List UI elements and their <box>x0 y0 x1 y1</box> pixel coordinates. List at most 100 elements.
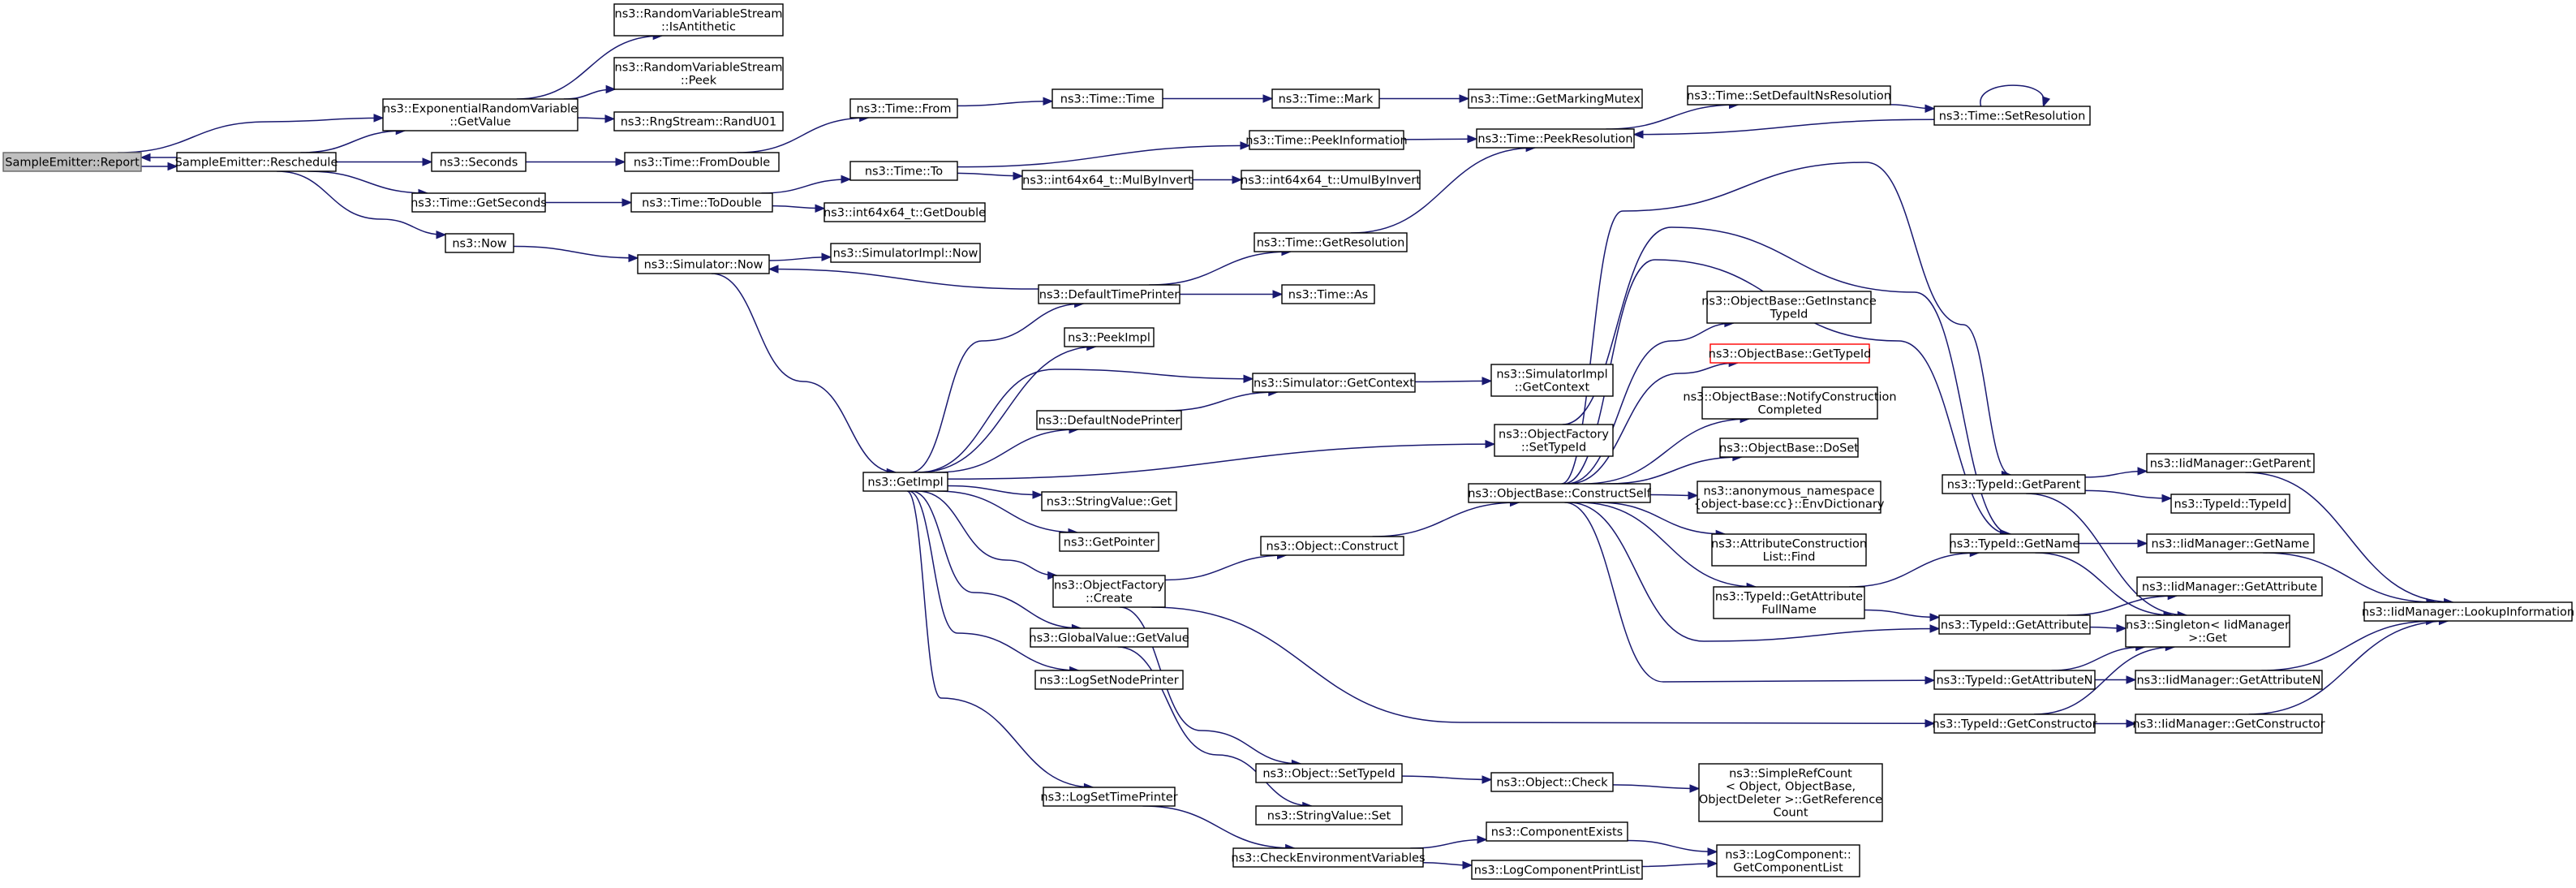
node-time_todouble[interactable]: ns3::Time::ToDouble <box>630 192 773 213</box>
node-reschedule[interactable]: SampleEmitter::Reschedule <box>175 152 338 172</box>
node-label: ns3::RandomVariableStream <box>615 8 783 21</box>
node-rng_randu01[interactable]: ns3::RngStream::RandU01 <box>613 111 784 131</box>
node-stringvalue_set[interactable]: ns3::StringValue::Set <box>1255 805 1403 825</box>
edge-logcomponentprintlist-to-logcomponent_getlist <box>1641 859 1718 869</box>
edge-time_to-to-peekinformation <box>957 141 1251 168</box>
node-time_time[interactable]: ns3::Time::Time <box>1051 88 1163 109</box>
node-setdefaultns[interactable]: ns3::Time::SetDefaultNsResolution <box>1687 85 1891 106</box>
node-singleton_get[interactable]: ns3::Singleton< IidManager >::Get <box>2125 614 2290 648</box>
node-logcomponentprintlist[interactable]: ns3::LogComponentPrintList <box>1471 860 1643 880</box>
node-setresolution[interactable]: ns3::Time::SetResolution <box>1933 106 2091 126</box>
node-time_from[interactable]: ns3::Time::From <box>849 98 958 119</box>
node-getimpl[interactable]: ns3::GetImpl <box>862 472 948 492</box>
node-sim_now[interactable]: ns3::Simulator::Now <box>637 254 770 274</box>
node-obj_settypeid[interactable]: ns3::Object::SetTypeId <box>1255 763 1403 783</box>
node-tid_getconstructor[interactable]: ns3::TypeId::GetConstructor <box>1932 713 2097 734</box>
node-iid_getattribute[interactable]: ns3::IidManager::GetAttribute <box>2136 576 2323 597</box>
node-label: < Object, ObjectBase, <box>1726 781 1856 794</box>
node-label: ns3::ObjectBase::ConstructSelf <box>1468 488 1651 501</box>
node-of_settypeid[interactable]: ns3::ObjectFactory::SetTypeId <box>1494 424 1614 457</box>
edge-tid_getconstructor-to-iid_getconstructor <box>2095 719 2137 728</box>
node-tid_getname[interactable]: ns3::TypeId::GetName <box>1950 533 2080 554</box>
node-defaulttimeprinter[interactable]: ns3::DefaultTimePrinter <box>1038 284 1180 304</box>
node-getpointer[interactable]: ns3::GetPointer <box>1059 532 1159 552</box>
node-umulbyinvert[interactable]: ns3::int64x64_t::UmulByInvert <box>1241 170 1421 190</box>
node-now[interactable]: ns3::Now <box>445 233 514 253</box>
node-label: ns3::SimulatorImpl::Now <box>833 248 978 261</box>
edge-tid_getattributen-to-iid_getattributen <box>2094 675 2137 684</box>
node-label: ns3::DefaultNodePrinter <box>1039 415 1180 428</box>
node-iid_getconstructor[interactable]: ns3::IidManager::GetConstructor <box>2132 713 2325 734</box>
node-label: ns3::TypeId::GetParent <box>1947 479 2081 492</box>
node-report[interactable]: SampleEmitter::Report <box>2 152 142 172</box>
node-defaultnodeprinter[interactable]: ns3::DefaultNodePrinter <box>1036 410 1182 430</box>
node-ob_doset[interactable]: ns3::ObjectBase::DoSet <box>1719 438 1859 458</box>
node-tid_getattribute[interactable]: ns3::TypeId::GetAttribute <box>1938 614 2091 635</box>
edge-componentexists-to-logcomponent_getlist <box>1627 839 1718 856</box>
edge-obj_construct-to-ob_constructself <box>1372 498 1520 537</box>
node-simplerefcount[interactable]: ns3::SimpleRefCount< Object, ObjectBase,… <box>1698 763 1883 822</box>
node-of_create[interactable]: ns3::ObjectFactory::Create <box>1052 575 1166 608</box>
edge-tid_getparent-to-tid_typeid <box>2084 489 2173 503</box>
node-obj_check[interactable]: ns3::Object::Check <box>1490 772 1614 792</box>
edge-reschedule-to-seconds <box>335 157 433 166</box>
node-iid_getattributen[interactable]: ns3::IidManager::GetAttributeN <box>2135 670 2323 690</box>
node-rvs_isanti[interactable]: ns3::RandomVariableStream::IsAntithetic <box>613 3 784 37</box>
node-erv_getvalue[interactable]: ns3::ExponentialRandomVariable::GetValue <box>382 98 578 131</box>
node-componentexists[interactable]: ns3::ComponentExists <box>1486 821 1628 842</box>
node-mulbyinvert[interactable]: ns3::int64x64_t::MulByInvert <box>1021 170 1193 190</box>
node-time_getseconds[interactable]: ns3::Time::GetSeconds <box>411 192 547 213</box>
node-ob_constructself[interactable]: ns3::ObjectBase::ConstructSelf <box>1468 483 1652 503</box>
node-time_fromdouble[interactable]: ns3::Time::FromDouble <box>624 152 780 172</box>
node-label: ns3::CheckEnvironmentVariables <box>1231 852 1425 865</box>
node-time_mark[interactable]: ns3::Time::Mark <box>1271 88 1380 109</box>
node-tid_typeid[interactable]: ns3::TypeId::TypeId <box>2170 494 2290 514</box>
node-sim_getcontext[interactable]: ns3::Simulator::GetContext <box>1252 373 1416 393</box>
node-iid_lookup[interactable]: ns3::IidManager::LookupInformation <box>2362 601 2574 622</box>
node-time_to[interactable]: ns3::Time::To <box>849 161 958 181</box>
node-iid_getparent[interactable]: ns3::IidManager::GetParent <box>2146 453 2315 473</box>
call-edges <box>117 31 2454 870</box>
node-ob_notify[interactable]: ns3::ObjectBase::NotifyConstructionCompl… <box>1683 386 1897 420</box>
edge-now-to-sim_now <box>513 245 639 263</box>
node-logcomponent_getlist[interactable]: ns3::LogComponent::GetComponentList <box>1716 844 1860 877</box>
node-checkenv[interactable]: ns3::CheckEnvironmentVariables <box>1231 847 1426 868</box>
node-int64_getdouble[interactable]: ns3::int64x64_t::GetDouble <box>824 202 986 222</box>
node-label: TypeId <box>1770 308 1808 321</box>
node-iid_getname[interactable]: ns3::IidManager::GetName <box>2146 533 2315 554</box>
node-seconds[interactable]: ns3::Seconds <box>431 152 527 172</box>
node-rvs_peek[interactable]: ns3::RandomVariableStream::Peek <box>613 57 784 90</box>
node-anon_envdict[interactable]: ns3::anonymous_namespace{object-base:cc}… <box>1694 481 1885 514</box>
edge-erv_getvalue-to-rng_randu01 <box>577 114 616 123</box>
node-label: FullName <box>1761 604 1817 617</box>
node-tid_getattributen[interactable]: ns3::TypeId::GetAttributeN <box>1933 670 2096 690</box>
node-label: ns3::int64x64_t::MulByInvert <box>1022 175 1193 188</box>
node-simimpl_getcontext[interactable]: ns3::SimulatorImpl::GetContext <box>1490 364 1614 397</box>
node-peekimpl[interactable]: ns3::PeekImpl <box>1064 327 1155 347</box>
node-label: ns3::IidManager::GetAttributeN <box>2136 675 2320 688</box>
edge-ob_constructself-to-tid_getattribute <box>1568 502 1941 642</box>
node-logsetnodeprinter[interactable]: ns3::LogSetNodePrinter <box>1034 670 1184 690</box>
node-globalvalue_getvalue[interactable]: ns3::GlobalValue::GetValue <box>1029 627 1189 648</box>
node-obj_construct[interactable]: ns3::Object::Construct <box>1260 536 1404 556</box>
edge-setdefaultns-to-setresolution <box>1890 104 1936 114</box>
node-logsettimeprinter[interactable]: ns3::LogSetTimePrinter <box>1040 787 1178 807</box>
node-time_as[interactable]: ns3::Time::As <box>1281 284 1375 304</box>
node-label: GetComponentList <box>1733 862 1843 875</box>
node-label: ns3::TypeId::GetAttributeN <box>1936 675 2092 688</box>
node-tid_getparent[interactable]: ns3::TypeId::GetParent <box>1942 474 2086 494</box>
node-getresolution[interactable]: ns3::Time::GetResolution <box>1254 232 1408 252</box>
node-ob_gettypeid[interactable]: ns3::ObjectBase::GetTypeId <box>1709 343 1872 364</box>
edge-defaulttimeprinter-to-sim_now <box>768 265 1039 290</box>
edge-tid_getname-to-iid_getname <box>2078 539 2148 548</box>
node-stringvalue_get[interactable]: ns3::StringValue::Get <box>1041 491 1177 511</box>
node-peekresolution[interactable]: ns3::Time::PeekResolution <box>1476 128 1635 149</box>
edge-tid_getparent-to-iid_getparent <box>2084 467 2148 478</box>
node-peekinformation[interactable]: ns3::Time::PeekInformation <box>1245 130 1408 150</box>
node-getmarkingmutex[interactable]: ns3::Time::GetMarkingMutex <box>1468 88 1643 109</box>
node-simimpl_now[interactable]: ns3::SimulatorImpl::Now <box>830 243 981 263</box>
edge-mulbyinvert-to-umulbyinvert <box>1193 175 1243 184</box>
